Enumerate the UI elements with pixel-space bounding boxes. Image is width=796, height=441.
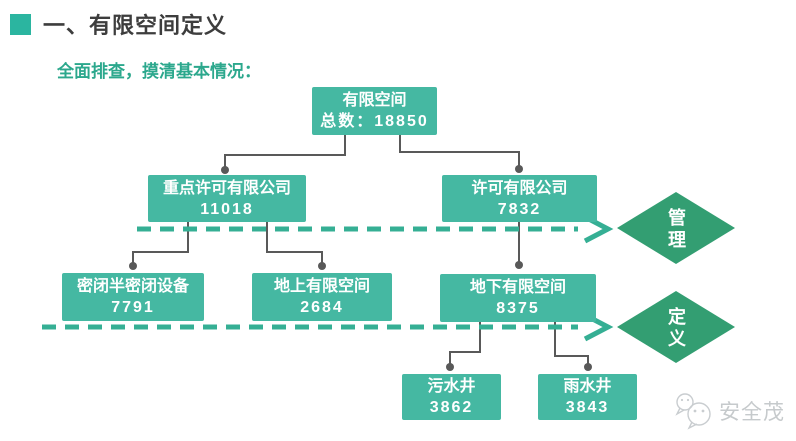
diamond-management-label: 管理	[666, 208, 686, 252]
connector-keypermit-to-above	[266, 222, 323, 263]
node-sewage-well: 污水井 3862	[402, 374, 501, 420]
node-above-ground-label: 地上有限空间	[273, 278, 370, 295]
node-sealed-equipment-label: 密闭半密闭设备	[76, 278, 189, 295]
node-rain-well: 雨水井 3843	[538, 374, 637, 420]
connector-root-to-key-permit	[224, 135, 346, 167]
node-key-permit-value: 11018	[200, 200, 254, 218]
page-header: 一、有限空间定义	[10, 8, 227, 40]
page-title: 一、有限空间定义	[43, 13, 228, 38]
node-key-permit: 重点许可有限公司 11018	[148, 175, 306, 222]
node-total-label: 有限空间	[342, 92, 407, 109]
title-bullet-square	[10, 13, 31, 35]
node-sewage-well-value: 3862	[429, 399, 474, 416]
node-rain-well-value: 3843	[565, 399, 610, 416]
node-sealed-equipment-value: 7791	[111, 299, 155, 316]
node-permit-label: 许可有限公司	[471, 179, 568, 197]
node-permit-value: 7832	[497, 200, 542, 218]
node-above-ground-value: 2684	[300, 299, 344, 316]
connector-dots	[129, 165, 592, 371]
node-above-ground: 地上有限空间 2684	[252, 273, 392, 321]
tree-connectors	[132, 135, 589, 364]
node-below-ground: 地下有限空间 8375	[440, 274, 596, 322]
node-total-value: 总数：18850	[320, 113, 429, 130]
watermark-text: 安全茂	[719, 401, 785, 424]
node-sewage-well-label: 污水井	[427, 378, 476, 395]
node-below-ground-value: 8375	[496, 300, 540, 317]
node-sealed-equipment: 密闭半密闭设备 7791	[62, 273, 204, 321]
diamond-definition-label: 定义	[666, 307, 686, 351]
chat-bubbles-icon	[675, 393, 711, 430]
node-total: 有限空间 总数：18850	[312, 87, 437, 135]
node-key-permit-label: 重点许可有限公司	[162, 179, 291, 197]
connector-below-to-rain	[554, 322, 589, 364]
node-below-ground-label: 地下有限空间	[469, 279, 566, 296]
connector-below-to-sewage	[449, 322, 481, 364]
connector-root-to-permit	[399, 135, 520, 166]
intro-text: 全面排查，摸清基本情况：	[57, 62, 261, 81]
watermark-logo: 安全茂	[672, 391, 785, 431]
connector-keypermit-to-sealed	[132, 222, 189, 263]
node-permit: 许可有限公司 7832	[442, 175, 597, 222]
node-rain-well-label: 雨水井	[563, 378, 612, 395]
